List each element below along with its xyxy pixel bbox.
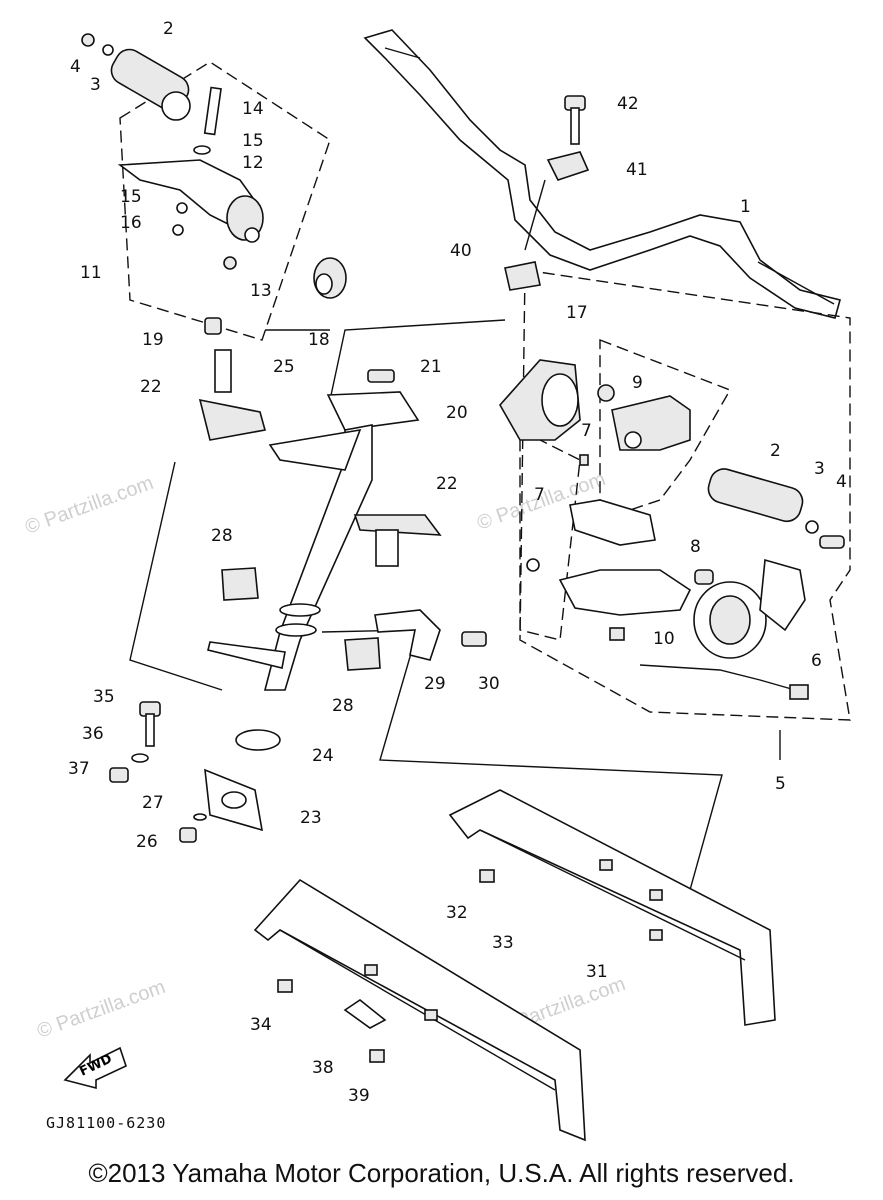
leader-lines bbox=[129, 179, 781, 891]
callout-label: 12 bbox=[242, 153, 264, 173]
handlebar-part bbox=[363, 29, 841, 319]
group-box-switch-assembly bbox=[519, 269, 851, 721]
callout-label: 2 bbox=[163, 19, 174, 39]
callout-label: 6 bbox=[811, 651, 822, 671]
cover-31-part bbox=[448, 789, 776, 1026]
callout-label: 35 bbox=[93, 687, 115, 707]
callouts: 1 2 3 4 2 3 4 5 6 7 7 8 9 10 11 12 13 14… bbox=[68, 19, 847, 1106]
left-grip-part bbox=[81, 33, 191, 121]
callout-label: 28 bbox=[332, 696, 354, 716]
diagram-code: GJ81100-6230 bbox=[46, 1114, 166, 1132]
callout-label: 2 bbox=[770, 441, 781, 461]
callout-label: 37 bbox=[68, 759, 90, 779]
callout-label: 36 bbox=[82, 724, 104, 744]
callout-label: 10 bbox=[653, 629, 675, 649]
callout-label: 13 bbox=[250, 281, 272, 301]
lower-fasteners-part bbox=[109, 701, 281, 843]
watermark: © Partzilla.com bbox=[34, 976, 168, 1043]
callout-label: 25 bbox=[273, 357, 295, 377]
callout-label: 23 bbox=[300, 808, 322, 828]
callout-label: 42 bbox=[617, 94, 639, 114]
cover-33-part bbox=[253, 869, 586, 1142]
collar-part bbox=[313, 257, 347, 299]
callout-label: 7 bbox=[534, 485, 545, 505]
callout-label: 20 bbox=[446, 403, 468, 423]
callout-label: 22 bbox=[436, 474, 458, 494]
callout-label: 7 bbox=[581, 421, 592, 441]
callout-label: 21 bbox=[420, 357, 442, 377]
callout-label: 19 bbox=[142, 330, 164, 350]
callout-label: 26 bbox=[136, 832, 158, 852]
steering-column-part bbox=[198, 349, 442, 691]
switch-assembly-part bbox=[499, 359, 809, 700]
callout-label: 30 bbox=[478, 674, 500, 694]
callout-label: 8 bbox=[690, 537, 701, 557]
callout-label: 34 bbox=[250, 1015, 272, 1035]
callout-label: 18 bbox=[308, 330, 330, 350]
callout-label: 28 bbox=[211, 526, 233, 546]
callout-label: 39 bbox=[348, 1086, 370, 1106]
watermark: © Partzilla.com bbox=[22, 472, 156, 539]
callout-label: 22 bbox=[140, 377, 162, 397]
callout-label: 40 bbox=[450, 241, 472, 261]
callout-label: 3 bbox=[90, 75, 101, 95]
callout-label: 4 bbox=[70, 57, 81, 77]
callout-label: 1 bbox=[740, 197, 751, 217]
callout-label: 41 bbox=[626, 160, 648, 180]
callout-label: 38 bbox=[312, 1058, 334, 1078]
callout-label: 33 bbox=[492, 933, 514, 953]
right-grip-part bbox=[707, 468, 845, 549]
callout-label: 32 bbox=[446, 903, 468, 923]
lever-assembly-part bbox=[117, 86, 264, 335]
callout-label: 16 bbox=[120, 213, 142, 233]
callout-label: 3 bbox=[814, 459, 825, 479]
callout-label: 24 bbox=[312, 746, 334, 766]
callout-label: 5 bbox=[775, 774, 786, 794]
callout-label: 15 bbox=[120, 187, 142, 207]
group-box-switch-inner bbox=[599, 338, 732, 521]
callout-label: 9 bbox=[632, 373, 643, 393]
group-box-switch-lower bbox=[519, 428, 581, 641]
clamp-parts bbox=[221, 567, 487, 671]
callout-label: 29 bbox=[424, 674, 446, 694]
callout-label: 31 bbox=[586, 962, 608, 982]
clamp-bolt-part bbox=[504, 95, 590, 291]
callout-label: 27 bbox=[142, 793, 164, 813]
copyright-notice: ©2013 Yamaha Motor Corporation, U.S.A. A… bbox=[88, 1158, 795, 1188]
callout-label: 17 bbox=[566, 303, 588, 323]
fwd-arrow-icon: FWD bbox=[63, 1046, 127, 1090]
callout-label: 14 bbox=[242, 99, 264, 119]
callout-label: 4 bbox=[836, 472, 847, 492]
callout-label: 15 bbox=[242, 131, 264, 151]
callout-label: 11 bbox=[80, 263, 102, 283]
